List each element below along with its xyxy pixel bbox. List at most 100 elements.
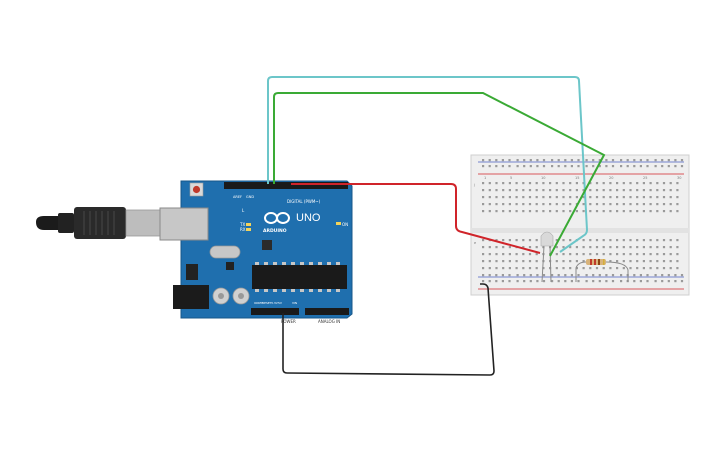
breadboard-hole[interactable] [535, 246, 538, 249]
breadboard-hole[interactable] [508, 267, 511, 270]
breadboard-hole[interactable] [535, 239, 538, 242]
breadboard-hole[interactable] [622, 210, 625, 213]
breadboard-hole[interactable] [555, 260, 558, 263]
breadboard-hole[interactable] [508, 260, 511, 263]
breadboard-hole[interactable] [633, 280, 636, 283]
breadboard-hole[interactable] [605, 280, 608, 283]
breadboard-hole[interactable] [516, 165, 519, 168]
breadboard-hole[interactable] [629, 239, 632, 242]
breadboard-hole[interactable] [598, 280, 601, 283]
breadboard-hole[interactable] [622, 260, 625, 263]
breadboard-hole[interactable] [582, 260, 585, 263]
breadboard-hole[interactable] [629, 189, 632, 192]
breadboard-hole[interactable] [564, 274, 567, 277]
breadboard-hole[interactable] [676, 253, 679, 256]
breadboard-hole[interactable] [542, 182, 545, 185]
breadboard-hole[interactable] [622, 246, 625, 249]
breadboard-hole[interactable] [649, 246, 652, 249]
breadboard-hole[interactable] [611, 165, 615, 168]
breadboard-hole[interactable] [622, 267, 625, 270]
breadboard-hole[interactable] [633, 159, 636, 162]
breadboard-hole[interactable] [515, 239, 518, 242]
breadboard-hole[interactable] [592, 165, 595, 168]
breadboard-hole[interactable] [529, 274, 532, 277]
breadboard-hole[interactable] [595, 246, 599, 249]
breadboard-hole[interactable] [633, 165, 636, 168]
breadboard-hole[interactable] [611, 274, 615, 277]
breadboard-hole[interactable] [562, 239, 565, 242]
breadboard-hole[interactable] [609, 246, 612, 249]
breadboard-hole[interactable] [589, 189, 592, 192]
breadboard-hole[interactable] [680, 280, 684, 283]
breadboard-hole[interactable] [516, 159, 519, 162]
breadboard-hole[interactable] [502, 203, 505, 206]
arduino-uno-board[interactable]: ARDUINO UNO DIGITAL (PWM~) POWER ANALOG … [159, 180, 353, 324]
breadboard-hole[interactable] [542, 165, 546, 168]
breadboard-hole[interactable] [562, 260, 565, 263]
breadboard-hole[interactable] [508, 239, 511, 242]
breadboard-hole[interactable] [515, 203, 518, 206]
breadboard-hole[interactable] [495, 196, 498, 199]
breadboard-hole[interactable] [577, 280, 580, 283]
breadboard-hole[interactable] [551, 280, 554, 283]
breadboard-hole[interactable] [592, 159, 595, 162]
breadboard-hole[interactable] [592, 274, 595, 277]
breadboard-hole[interactable] [555, 189, 558, 192]
breadboard-hole[interactable] [629, 182, 632, 185]
breadboard-hole[interactable] [557, 159, 560, 162]
breadboard-hole[interactable] [662, 246, 666, 249]
breadboard-hole[interactable] [646, 165, 649, 168]
breadboard-hole[interactable] [661, 280, 664, 283]
breadboard-hole[interactable] [656, 246, 659, 249]
breadboard-hole[interactable] [508, 253, 511, 256]
breadboard-hole[interactable] [616, 210, 619, 213]
breadboard-hole[interactable] [528, 239, 532, 242]
breadboard-hole[interactable] [522, 189, 525, 192]
breadboard-hole[interactable] [542, 203, 545, 206]
breadboard-hole[interactable] [522, 182, 525, 185]
breadboard-hole[interactable] [656, 196, 659, 199]
breadboard-hole[interactable] [523, 274, 526, 277]
breadboard-hole[interactable] [482, 239, 485, 242]
breadboard-hole[interactable] [528, 189, 532, 192]
resistor[interactable] [575, 259, 629, 282]
breadboard-hole[interactable] [669, 210, 672, 213]
breadboard-hole[interactable] [557, 280, 560, 283]
analog-header[interactable] [305, 308, 349, 315]
breadboard-hole[interactable] [528, 210, 532, 213]
breadboard-hole[interactable] [482, 182, 485, 185]
breadboard-hole[interactable] [616, 253, 619, 256]
breadboard-hole[interactable] [555, 239, 558, 242]
breadboard-hole[interactable] [582, 267, 585, 270]
breadboard-hole[interactable] [501, 280, 504, 283]
breadboard-hole[interactable] [562, 253, 565, 256]
breadboard-hole[interactable] [535, 203, 538, 206]
breadboard-hole[interactable] [549, 210, 552, 213]
breadboard-hole[interactable] [676, 189, 679, 192]
breadboard-hole[interactable] [616, 189, 619, 192]
breadboard-hole[interactable] [488, 210, 491, 213]
breadboard-hole[interactable] [642, 267, 645, 270]
breadboard-hole[interactable] [535, 210, 538, 213]
breadboard-hole[interactable] [482, 203, 485, 206]
breadboard-hole[interactable] [508, 246, 511, 249]
breadboard-hole[interactable] [616, 267, 619, 270]
breadboard-hole[interactable] [542, 189, 545, 192]
breadboard-hole[interactable] [488, 246, 491, 249]
breadboard-hole[interactable] [629, 267, 632, 270]
breadboard-hole[interactable] [598, 159, 601, 162]
breadboard-hole[interactable] [589, 182, 592, 185]
breadboard[interactable]: j e 1 5 10 15 20 25 30 [470, 154, 690, 296]
breadboard-hole[interactable] [515, 196, 518, 199]
breadboard-hole[interactable] [642, 189, 645, 192]
breadboard-hole[interactable] [639, 159, 642, 162]
breadboard-hole[interactable] [495, 253, 498, 256]
breadboard-hole[interactable] [515, 260, 518, 263]
breadboard-hole[interactable] [549, 182, 552, 185]
breadboard-hole[interactable] [595, 239, 599, 242]
breadboard-hole[interactable] [669, 182, 672, 185]
breadboard-hole[interactable] [495, 159, 498, 162]
breadboard-hole[interactable] [482, 189, 485, 192]
breadboard-hole[interactable] [595, 267, 599, 270]
breadboard-hole[interactable] [569, 189, 572, 192]
